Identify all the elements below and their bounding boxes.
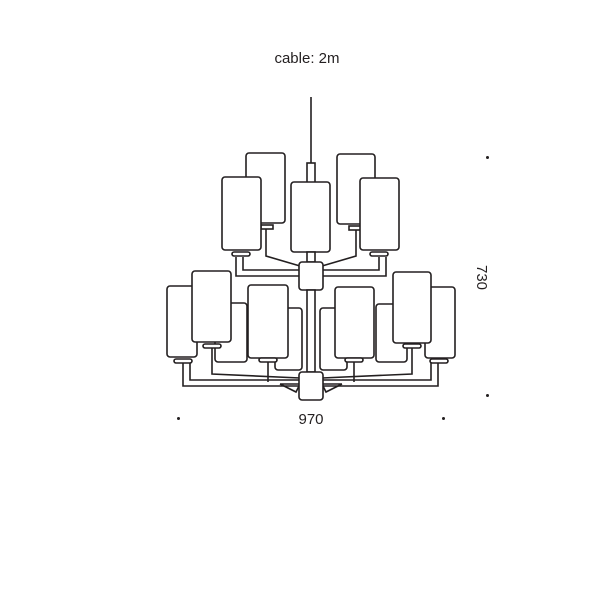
height-dimension-label: 730 xyxy=(473,265,490,291)
lower-arms xyxy=(182,347,439,394)
lower-front-shades xyxy=(173,270,449,364)
cable-length-label: cable: 2m xyxy=(274,50,340,67)
central-rod xyxy=(306,289,316,373)
width-marker-right xyxy=(442,417,445,420)
upper-arms xyxy=(235,226,387,277)
top-stem xyxy=(306,162,316,184)
upper-front-shades xyxy=(221,176,400,263)
width-dimension-label: 970 xyxy=(298,411,324,428)
lower-hub xyxy=(298,371,324,401)
height-marker-top xyxy=(486,156,489,159)
width-marker-left xyxy=(177,417,180,420)
height-marker-bottom xyxy=(486,394,489,397)
upper-hub xyxy=(298,261,324,291)
